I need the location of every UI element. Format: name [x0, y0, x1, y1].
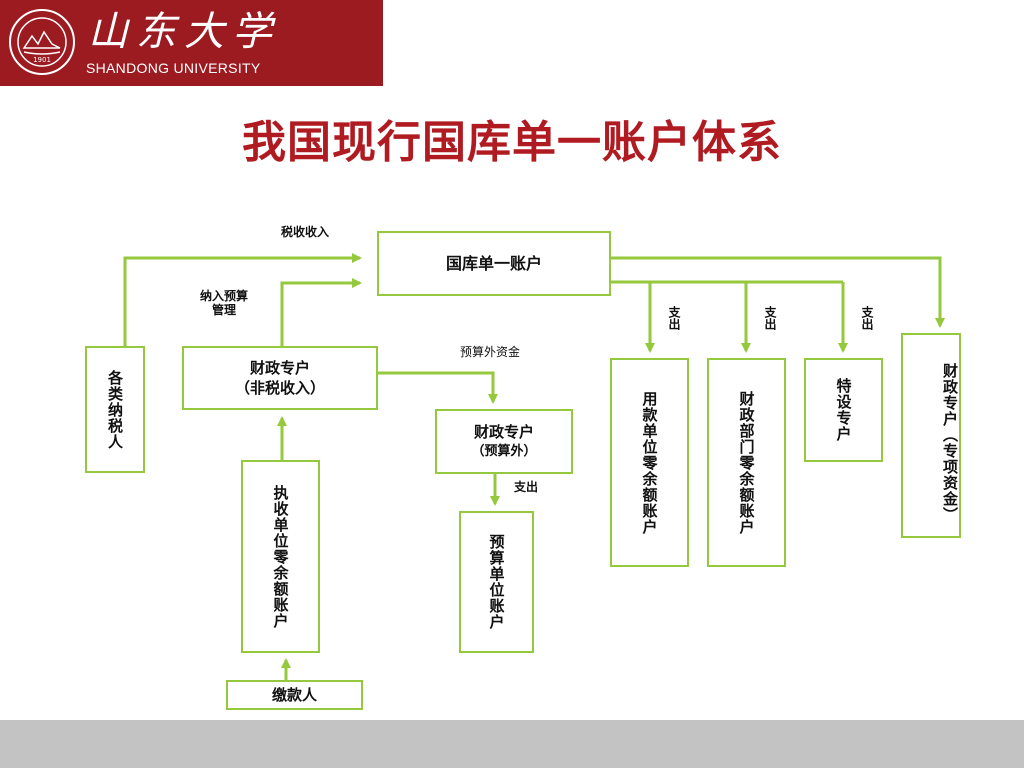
taxpayers-label: 各类纳税人 [106, 369, 124, 450]
user-unit-zero-balance-node: 用款单位零余额账户 [610, 358, 689, 567]
payer-node: 缴款人 [226, 680, 363, 710]
tax-income-label: 税收收入 [281, 225, 330, 239]
fiscal-nontax-subtitle: （非税收入） [234, 379, 325, 397]
taxpayers-node: 各类纳税人 [85, 346, 145, 473]
treasury-to-special-funds-line [611, 256, 945, 328]
payout-label-2: 支出 [763, 306, 777, 330]
footer-band [0, 720, 1024, 768]
page-title: 我国现行国库单一账户体系 [242, 117, 782, 168]
treasury-single-account-node: 国库单一账户 [377, 231, 611, 296]
budget-management-line2: 管理 [211, 303, 236, 317]
fiscal-nontax-title: 财政专户 [249, 359, 310, 377]
university-name-en: SHANDONG UNIVERSITY [86, 60, 261, 76]
collector-label: 执收单位零余额账户 [271, 484, 290, 629]
fiscal-special-funds-node: 财政专户（专项资金） [901, 333, 961, 538]
special-label: 特设专户 [834, 378, 853, 442]
fiscal-offbudget-title: 财政专户 [473, 422, 534, 441]
offbudget-payout-label: 支出 [514, 480, 539, 494]
special-account-node: 特设专户 [804, 358, 883, 462]
fiscal-offbudget-node: 财政专户 （预算外） [435, 409, 573, 474]
nontax-to-offbudget-line [378, 371, 498, 404]
finance-dept-label: 财政部门零余额账户 [737, 390, 756, 535]
fiscal-offbudget-subtitle: （预算外） [471, 443, 537, 459]
nontax-to-treasury-line [280, 278, 362, 346]
budget-unit-account-node: 预算单位账户 [459, 511, 534, 653]
taxpayer-to-treasury-line [123, 253, 362, 346]
off-budget-funds-label: 预算外资金 [460, 345, 521, 359]
payout-label-3: 支出 [860, 306, 874, 330]
university-seal-icon: 1901 [9, 9, 75, 75]
budget-unit-label: 预算单位账户 [487, 534, 506, 630]
fiscal-special-label: 财政专户（专项资金） [941, 362, 959, 523]
budget-management-line1: 纳入预算 [199, 289, 248, 303]
seal-year: 1901 [33, 56, 51, 64]
university-logo-bar: 1901 山东大学 SHANDONG UNIVERSITY [0, 0, 383, 86]
collector-zero-balance-node: 执收单位零余额账户 [241, 460, 320, 653]
user-unit-label: 用款单位零余额账户 [640, 390, 659, 535]
budget-management-label: 纳入预算 管理 [194, 289, 254, 317]
payout-label-1: 支出 [667, 306, 681, 330]
finance-dept-zero-balance-node: 财政部门零余额账户 [707, 358, 786, 567]
university-name-cn: 山东大学 [88, 9, 280, 55]
fiscal-nontax-node: 财政专户 （非税收入） [182, 346, 378, 410]
